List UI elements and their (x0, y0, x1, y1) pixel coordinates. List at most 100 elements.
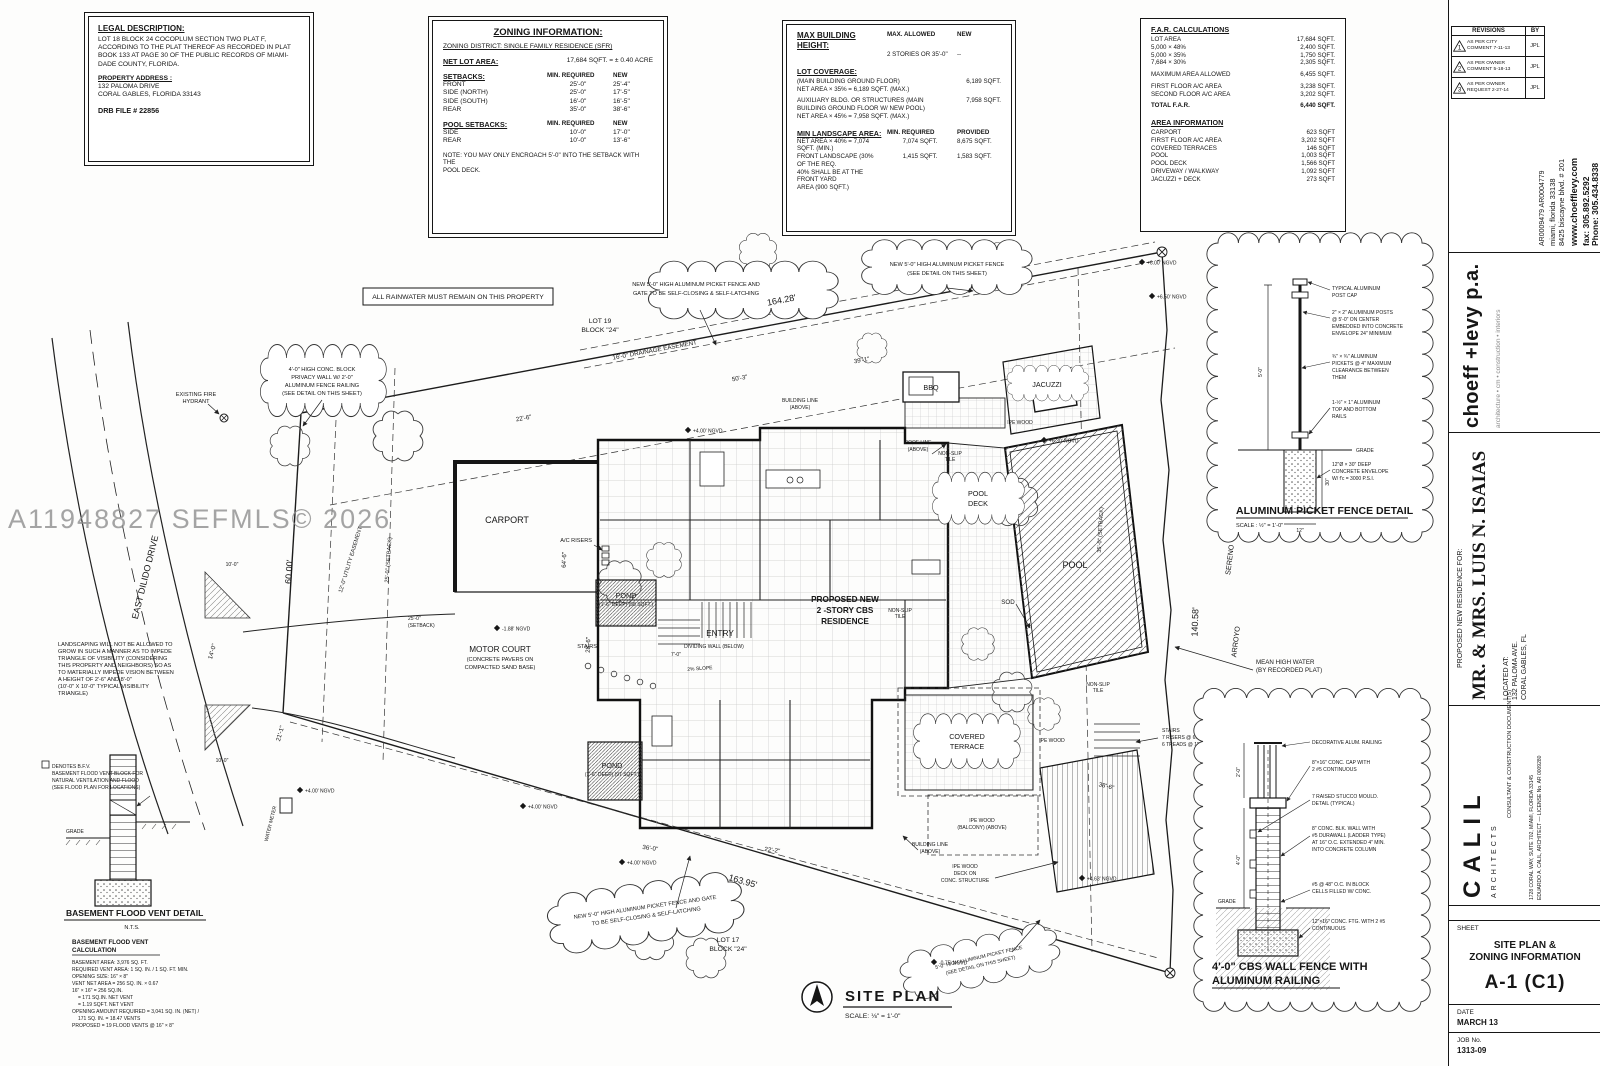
legal-drb: DRB FILE # 22856 (98, 105, 160, 115)
svg-text:EMBEDDED INTO CONCRETE: EMBEDDED INTO CONCRETE (1332, 324, 1404, 330)
landscape2-line2: 40% SHALL BE AT THE FRONT YARD (797, 168, 864, 184)
svg-text:POND: POND (616, 591, 637, 600)
svg-text:#5 DURAWALL (LADDER TYPE): #5 DURAWALL (LADDER TYPE) (1312, 833, 1386, 839)
pool-setback-row-new: 17'-0" (613, 129, 630, 137)
svg-text:TRIANGLE): TRIANGLE) (58, 691, 88, 697)
svg-text:#5 @ 48" O.C. IN BLOCK: #5 @ 48" O.C. IN BLOCK (1312, 882, 1370, 888)
project-address: 132 PALOMA AVE. (1512, 641, 1519, 700)
svg-text:(SETBACK): (SETBACK) (408, 623, 435, 629)
area-info-title: AREA INFORMATION (1151, 118, 1224, 127)
architect-address: 1728 CORAL WAY, SUITE 702, MIAMI, FLORID… (1529, 774, 1535, 900)
pool-setback-row-label: SIDE (443, 129, 459, 137)
picket-fence-detail: 5'-0" 12" 30" GRADE TYPICAL ALUMINUM POS… (1206, 232, 1434, 543)
svg-text:N.T.S.: N.T.S. (124, 925, 140, 931)
area-row-value: 1,566 SQFT (1301, 160, 1335, 167)
legal-address-line2: CORAL GABLES, FLORIDA 33143 (98, 91, 201, 99)
svg-text:SCALE: ⅛" = 1'-0": SCALE: ⅛" = 1'-0" (845, 1013, 901, 1020)
svg-text:1-½" × 1" ALUMINUM: 1-½" × 1" ALUMINUM (1332, 399, 1380, 406)
setback-row-req: 25'-0" (569, 81, 587, 89)
svg-text:ARROYO: ARROYO (1229, 625, 1242, 657)
svg-text:BASEMENT AREA: 3,976 SQ. FT.: BASEMENT AREA: 3,976 SQ. FT. (72, 960, 148, 966)
svg-text:COMPACTED SAND BASE): COMPACTED SAND BASE) (465, 665, 536, 671)
svg-text:(10'-0" X 10'-0" TYPICAL VISIB: (10'-0" X 10'-0" TYPICAL VISIBILITY (58, 684, 149, 690)
firm-website: www.choefflevy.com (1569, 157, 1579, 246)
far-row-value: 3,238 SQFT. (1300, 82, 1335, 90)
svg-text:2% SLOPE: 2% SLOPE (687, 665, 713, 673)
svg-text:MEAN HIGH WATER: MEAN HIGH WATER (1256, 659, 1315, 666)
titleblock-divider (1449, 705, 1600, 706)
coverage1-line2: NET AREA × 35% = 6,189 SQFT. (MAX.) (797, 85, 910, 93)
architect-license: EDUARDO A. CALIL, ARCHITECT — LICENSE No… (1537, 755, 1543, 900)
coverage1-line1: (MAIN BUILDING GROUND FLOOR) (797, 77, 900, 85)
svg-text:BLOCK "24": BLOCK "24" (581, 327, 619, 334)
landscape1-desc: NET AREA × 40% = 7,074 SQFT. (MIN.) (797, 137, 870, 153)
water-meter-icon (279, 797, 293, 814)
svg-text:25'-0" (SETBACK): 25'-0" (SETBACK) (384, 537, 393, 583)
setbacks-col-required: MIN. REQUIRED (547, 72, 595, 80)
setbacks-title: SETBACKS: (443, 72, 485, 82)
svg-text:21'-1": 21'-1" (275, 725, 286, 742)
svg-text:ALUMINUM FENCE RAILING: ALUMINUM FENCE RAILING (285, 383, 359, 389)
zoning-title: ZONING INFORMATION: (493, 27, 603, 38)
svg-text:BBQ: BBQ (923, 383, 939, 392)
revision-desc: REQUEST 2-27-14 (1467, 88, 1509, 93)
svg-text:(ABOVE): (ABOVE) (790, 405, 811, 411)
svg-text:GROW IN SUCH A MANNER AS TO IM: GROW IN SUCH A MANNER AS TO IMPEDE (58, 649, 172, 655)
svg-text:14'-0": 14'-0" (207, 643, 218, 660)
svg-text:(SEE DETAIL ON THIS SHEET): (SEE DETAIL ON THIS SHEET) (282, 391, 362, 397)
far-row-value: 1,750 SQFT. (1300, 51, 1335, 59)
exterior-stairs (1094, 723, 1140, 757)
landscape2-prov: 1,583 SQFT. (957, 153, 992, 160)
coverage2-value: 7,958 SQFT. (966, 97, 1001, 105)
setback-row-new: 16'-5" (613, 97, 630, 105)
pool-setback-row-req: 10'-0" (569, 137, 587, 145)
svg-text:(ABOVE): (ABOVE) (908, 447, 929, 453)
legal-address-label: PROPERTY ADDRESS : (98, 74, 173, 82)
revisions-title: REVISIONS (1472, 28, 1505, 34)
svg-text:28'-6": 28'-6" (585, 637, 593, 653)
residence-footprint (596, 426, 950, 830)
landscape2-line3: AREA (900 SQFT.) (797, 184, 849, 191)
svg-text:DENOTES B.F.V.: DENOTES B.F.V. (52, 764, 90, 770)
svg-text:IPE WOOD: IPE WOOD (952, 864, 978, 870)
svg-text:25'-0": 25'-0" (408, 616, 421, 622)
coverage2-line3: NET AREA × 45% = 7,958 SQFT. (MAX.) (797, 112, 910, 120)
area-row-value: 1,092 SQFT (1301, 167, 1335, 175)
svg-text:36'-0": 36'-0" (642, 844, 659, 853)
titleblock-divider (1449, 432, 1600, 433)
svg-text:GRADE: GRADE (1356, 448, 1374, 454)
svg-text:ENTRY: ENTRY (706, 629, 734, 638)
firm-address-line2: miami, florida 33138 (1548, 178, 1557, 246)
svg-text:(SEE FLOOD PLAN FOR LOCATIONS): (SEE FLOOD PLAN FOR LOCATIONS) (52, 785, 141, 791)
svg-text:THEM: THEM (1332, 375, 1346, 381)
svg-text:IPE WOOD: IPE WOOD (1039, 738, 1065, 744)
legal-description-panel: LEGAL DESCRIPTION: LOT 18 BLOCK 24 COCOP… (84, 12, 314, 166)
far-row-value: 2,400 SQFT. (1300, 43, 1335, 51)
far-row-value: 6,455 SQFT. (1300, 71, 1335, 78)
far-row-label: 5,000 × 48% (1151, 43, 1186, 51)
svg-text:22'-6": 22'-6" (515, 414, 532, 424)
svg-text:PROPOSED = 19 FLOOD VENTS @ 16: PROPOSED = 19 FLOOD VENTS @ 16" × 8" (72, 1023, 174, 1029)
svg-text:60.00': 60.00' (283, 559, 295, 584)
titleblock-divider (1449, 252, 1600, 253)
zoning-note-line1: NOTE: YOU MAY ONLY ENCROACH 5'-0" INTO T… (443, 151, 640, 167)
far-row-value: 17,684 SQFT. (1296, 36, 1335, 43)
landscape-title: MIN LANDSCAPE AREA: (797, 128, 882, 138)
flood-vent-detail: GRADE BASEMENT FLOOD VENT DETAIL N.T.S. … (64, 754, 206, 1029)
svg-text:8"×16" CONC. CAP WITH: 8"×16" CONC. CAP WITH (1312, 760, 1370, 766)
svg-text:12'-0" UTILITY EASEMENT: 12'-0" UTILITY EASEMENT (338, 525, 364, 593)
svg-text:WATER METER: WATER METER (264, 805, 279, 842)
svg-text:-0.75' NGVD: -0.75' NGVD (939, 961, 968, 967)
svg-text:+4.00' NGVD: +4.00' NGVD (305, 789, 335, 795)
far-row-label: FIRST FLOOR A/C AREA (1151, 82, 1222, 90)
svg-text:NEW 5'-0" HIGH ALUMINUM PICKET: NEW 5'-0" HIGH ALUMINUM PICKET FENCE (890, 262, 1005, 268)
svg-text:BUILDING LINE: BUILDING LINE (912, 842, 949, 848)
titleblock-divider (1449, 905, 1600, 906)
area-row-label: FIRST FLOOR A/C AREA (1151, 136, 1222, 144)
svg-text:EXISTING FIRE: EXISTING FIRE (176, 392, 217, 398)
bfv-symbol-icon (41, 760, 50, 769)
svg-text:TILE: TILE (895, 614, 906, 620)
